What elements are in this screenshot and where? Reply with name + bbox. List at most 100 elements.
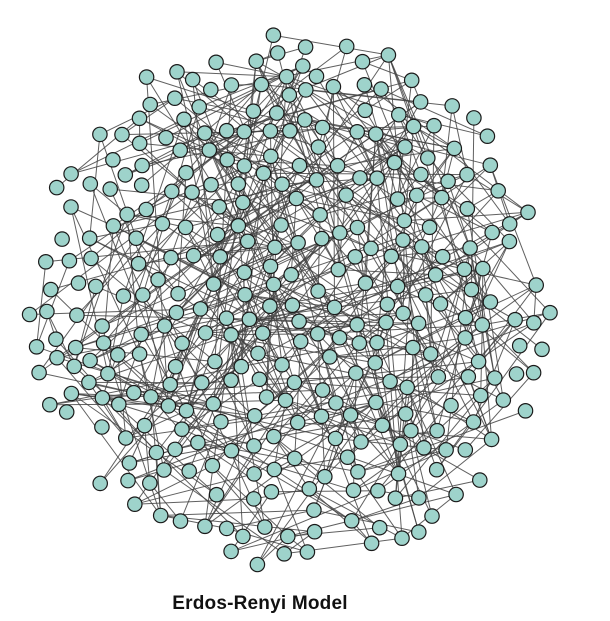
graph-edge (230, 334, 244, 537)
graph-edge (391, 247, 471, 257)
graph-edge (356, 246, 423, 326)
graph-node (482, 157, 499, 173)
graph-node (325, 78, 342, 95)
graph-node (262, 258, 279, 275)
graph-edge (261, 84, 442, 199)
graph-edge (140, 334, 187, 411)
graph-edge (465, 241, 510, 318)
graph-edge (118, 399, 286, 405)
graph-node (395, 232, 411, 248)
graph-node (67, 339, 84, 356)
graph-edge (36, 261, 47, 347)
graph-edge (362, 61, 412, 81)
graph-node (81, 230, 98, 246)
graph-node (363, 535, 380, 552)
graph-edge (171, 190, 483, 326)
graph-node (235, 528, 251, 545)
graph-node (371, 519, 388, 536)
graph-edge (418, 439, 492, 499)
graph-node (288, 190, 305, 207)
graph-edge (375, 133, 443, 198)
graph-node (413, 166, 429, 183)
graph-node (223, 77, 240, 93)
graph-node (143, 389, 159, 405)
graph-node (269, 45, 286, 61)
graph-edge (181, 376, 469, 430)
graph-node (205, 276, 222, 292)
graph-node (408, 187, 425, 204)
graph-node (212, 248, 228, 265)
graph-node (167, 358, 184, 375)
graph-edge (469, 247, 535, 324)
graph-node (114, 126, 130, 143)
graph-edge (204, 400, 286, 527)
graph-node (474, 317, 491, 333)
graph-node (105, 152, 121, 168)
graph-edge (76, 223, 163, 316)
graph-node (82, 352, 98, 369)
graph-node (246, 466, 262, 482)
graph-node (201, 142, 218, 158)
graph-edge (436, 312, 551, 470)
graph-node (466, 110, 482, 126)
graph-edge (441, 197, 480, 362)
graph-edge (318, 282, 366, 292)
graph-node (265, 428, 282, 445)
graph-edge (176, 71, 221, 257)
graph-node (274, 356, 290, 373)
graph-edge (425, 294, 439, 377)
graph-node (83, 250, 99, 267)
graph-node (328, 395, 344, 411)
graph-edge (370, 125, 435, 249)
graph-node (230, 218, 247, 234)
graph-node (374, 417, 391, 434)
graph-node (459, 166, 475, 183)
graph-node (205, 395, 222, 412)
graph-edge (99, 405, 169, 484)
graph-node (118, 430, 134, 446)
graph-edge (305, 89, 405, 222)
graph-edge (183, 119, 215, 285)
graph-edge (139, 142, 193, 193)
graph-edge (404, 211, 529, 222)
graph-edge (70, 393, 162, 516)
graph-edge (351, 497, 420, 522)
graph-node (241, 311, 258, 328)
graph-edge (121, 97, 176, 136)
graph-node (279, 528, 296, 545)
graph-node (70, 275, 87, 291)
graph-node (427, 266, 444, 283)
graph-node (133, 326, 149, 343)
graph-edge (146, 76, 254, 112)
graph-edge (281, 364, 403, 539)
graph-edge (101, 242, 299, 327)
graph-node (410, 315, 427, 332)
graph-edge (308, 488, 372, 544)
graph-node (446, 140, 463, 157)
graph-edge (88, 353, 140, 383)
graph-node (397, 405, 414, 422)
graph-node (190, 434, 206, 451)
graph-nodes (21, 27, 558, 573)
graph-node (184, 71, 201, 88)
graph-node (250, 345, 266, 362)
graph-node (373, 81, 389, 97)
graph-node (486, 370, 503, 386)
graph-node (92, 475, 108, 492)
graph-node (296, 112, 313, 128)
graph-edge (215, 62, 264, 174)
graph-edge (453, 148, 511, 225)
graph-node (471, 472, 488, 488)
graph-node (389, 278, 406, 295)
graph-edge (270, 89, 307, 132)
graph-node (276, 545, 292, 562)
graph-node (308, 172, 325, 188)
graph-edge (125, 410, 187, 439)
graph-node (168, 304, 185, 321)
graph-node (326, 299, 343, 316)
graph-node (219, 152, 235, 168)
graph-node (131, 346, 148, 362)
graph-node (66, 358, 82, 375)
graph-node (286, 450, 303, 467)
graph-node (405, 118, 422, 135)
